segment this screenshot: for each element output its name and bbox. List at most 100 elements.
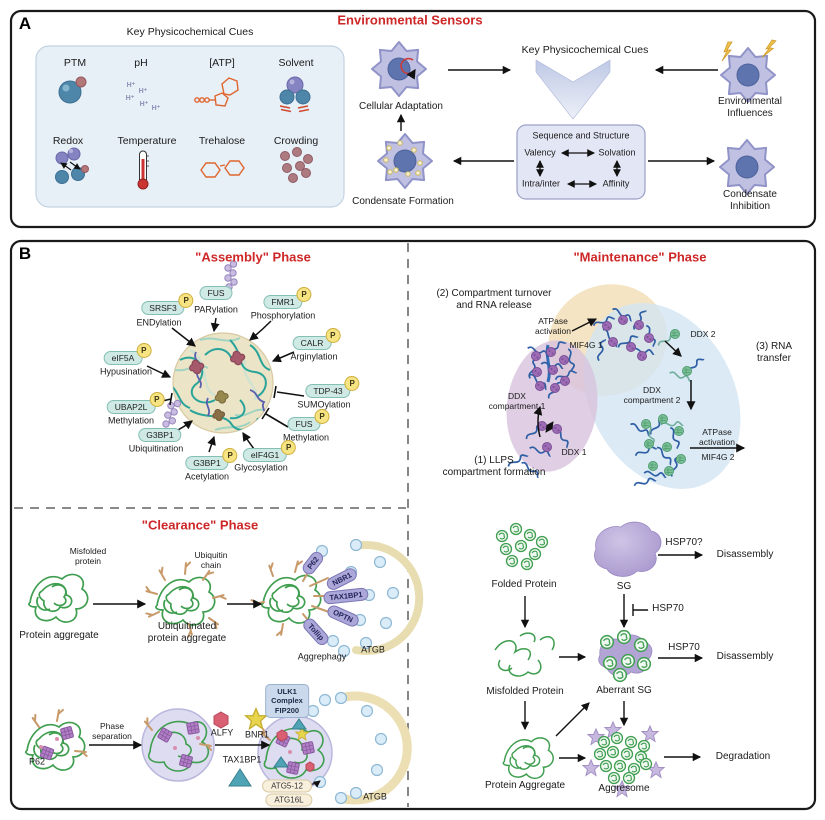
atg8-label-row1: ATGB <box>361 644 385 655</box>
atg8-label-row2: ATGB <box>363 791 387 802</box>
cue-ptm-label: PTM <box>63 56 87 69</box>
phospho-badge: P <box>296 287 312 302</box>
mod-label-phosphorylation: Phosphorylation <box>250 310 316 321</box>
step2-label: (2) Compartment turnover and RNA release <box>436 288 552 311</box>
condensate-inhibition-label: Condensate Inhibition <box>723 189 777 212</box>
tax1bp1-triangle-icon <box>228 768 252 787</box>
mod-label-methylation-ubap2l: Methylation <box>107 415 155 426</box>
cellular-adaptation-cell <box>371 41 427 97</box>
atg16l-oval: ATG16L <box>265 793 313 807</box>
disassembly2-label: Disassembly <box>716 651 774 663</box>
phospho-badge: P <box>222 448 238 463</box>
protein-aggregate-label: Protein aggregate <box>19 630 99 642</box>
sg-granule <box>594 521 662 577</box>
trehalose-icon <box>200 160 245 178</box>
bnr1-star-icon <box>243 706 269 731</box>
protein-oval-fus-par: FUS <box>199 286 233 300</box>
hydrogen-ion-icon: H⁺ <box>138 88 148 95</box>
step1-label: (1) LLPS compartment formation <box>442 455 546 478</box>
condensate-inhibition-cell <box>719 139 775 195</box>
phospho-badge: P <box>281 440 297 455</box>
phagophore-crescent2 <box>336 691 412 805</box>
condensate-dots-icon <box>383 140 423 177</box>
hydrogen-ion-icon: H⁺ <box>151 105 161 112</box>
assembly-condensate <box>160 260 274 434</box>
sg-section <box>494 521 665 797</box>
cue-redox-label: Redox <box>52 134 84 147</box>
center-cues-label: Key Physicochemical Cues <box>521 43 649 56</box>
tax1bp1-label: TAX1BP1 <box>222 754 262 765</box>
cues-box-title: Key Physicochemical Cues <box>126 25 254 38</box>
mod-label-parylation: PARylation <box>194 304 238 315</box>
mif4g2-label: MIF4G 2 <box>701 451 735 462</box>
protein-name: TDP-43 <box>313 386 343 396</box>
atg5-12-oval: ATG5-12 <box>262 779 312 793</box>
sequence-structure-box <box>516 124 646 200</box>
condensate-formation-label: Condensate Formation <box>352 196 454 208</box>
degradation-label: Degradation <box>715 751 771 763</box>
cellular-adaptation-label: Cellular Adaptation <box>359 101 443 113</box>
folded-protein-label: Folded Protein <box>491 579 557 591</box>
hydrogen-ion-icon: H⁺ <box>139 101 149 108</box>
panelA-funnel-arrow <box>535 59 611 120</box>
aggrephagy-label: Aggrephagy <box>297 651 347 662</box>
valency-label: Valency <box>524 147 556 158</box>
phospho-badge: P <box>314 409 330 424</box>
ddx-compartment2-label: DDX compartment 2 <box>623 384 681 405</box>
step3-label: (3) RNA transfer <box>755 341 793 364</box>
bnr1-label: BNR1 <box>244 729 270 740</box>
environmental-sensors-title: Environmental Sensors <box>337 12 483 28</box>
mod-label-sumoylation: SUMOylation <box>297 399 351 410</box>
condensate-formation-cell <box>377 133 433 189</box>
intra-inter-label: Intra/inter <box>521 178 561 189</box>
solvation-label: Solvation <box>598 147 636 158</box>
temperature-icon <box>137 150 149 190</box>
cue-trehalose-label: Trehalose <box>198 134 246 147</box>
panelA-arrows <box>396 65 718 166</box>
maintenance-arrows <box>533 318 746 453</box>
mod-label-glycosylation: Glycosylation <box>234 462 288 473</box>
ulk1-complex-box: ULK1 Complex FIP200 <box>265 683 309 719</box>
misfolded-protein-sg-label: Misfolded Protein <box>486 686 564 698</box>
protein-name: G3BP1 <box>146 430 174 440</box>
protein-name: CALR <box>300 338 324 348</box>
ubiquitin-chain-label: Ubiquitin chain <box>194 549 228 570</box>
maintenance-phase-title: "Maintenance" Phase <box>573 249 707 265</box>
redox-icon <box>55 147 89 184</box>
protein-name: FUS <box>207 288 225 298</box>
environmental-influences-label: Environmental Influences <box>718 96 782 119</box>
protein-name: SRSF3 <box>149 303 177 313</box>
hsp70-inhibit-bar <box>632 604 648 616</box>
sequence-box-double-arrows <box>536 149 621 188</box>
protein-name: G3BP1 <box>193 458 221 468</box>
aberrant-sg <box>598 629 653 683</box>
environmental-influences-cell <box>720 47 776 103</box>
cue-atp-label: [ATP] <box>209 56 235 69</box>
clearance-phase-title: "Clearance" Phase <box>141 517 259 533</box>
panel-b-letter: B <box>18 243 32 263</box>
atpase-activation1-label: ATPase activation <box>535 315 571 336</box>
ptm-icon <box>58 76 87 104</box>
cue-solvent-label: Solvent <box>278 56 314 69</box>
p62-label: P62 <box>28 756 46 767</box>
crowding-icon <box>280 147 313 183</box>
hsp70-question-label: HSP70? <box>665 537 703 549</box>
protein-oval-g3bp1-ub: G3BP1 <box>138 428 182 442</box>
protein-name: FMR1 <box>271 297 295 307</box>
aberrant-sg-label: Aberrant SG <box>596 685 652 697</box>
ubiquitinated-aggregate-label: Ubiquitinated protein aggregate <box>147 621 227 644</box>
clearance-row2 <box>25 691 412 805</box>
protein-name: eIF4G1 <box>250 450 280 460</box>
hydrogen-ion-icon: H⁺ <box>126 82 136 89</box>
ddx-compartment1-label: DDX compartment 1 <box>488 390 546 411</box>
p62-bodies <box>25 708 88 771</box>
mod-label-arginylation: Arginylation <box>290 351 338 362</box>
hydrogen-ion-icon: H⁺ <box>125 95 135 102</box>
